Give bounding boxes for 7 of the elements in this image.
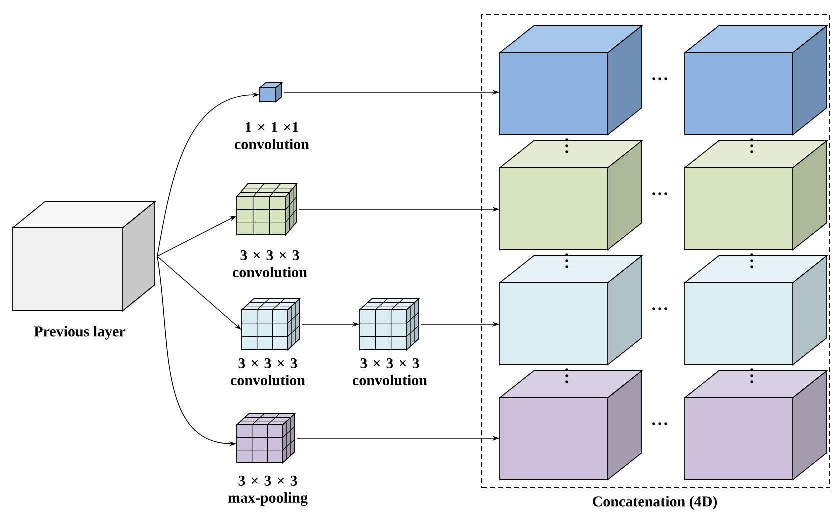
- layer-label: Previous layer: [34, 326, 126, 340]
- layer-label: 3 × 3 × 3 convolution: [353, 358, 428, 386]
- layer-label: Concatenation (4D): [593, 496, 718, 510]
- layer-label: 3 × 3 × 3 convolution: [233, 250, 308, 278]
- layer-label: 3 × 3 × 3 convolution: [231, 358, 306, 386]
- layer-label: 1 × 1 ×1 convolution: [235, 122, 310, 150]
- layer-label: 3 × 3 × 3 max-pooling: [228, 476, 308, 506]
